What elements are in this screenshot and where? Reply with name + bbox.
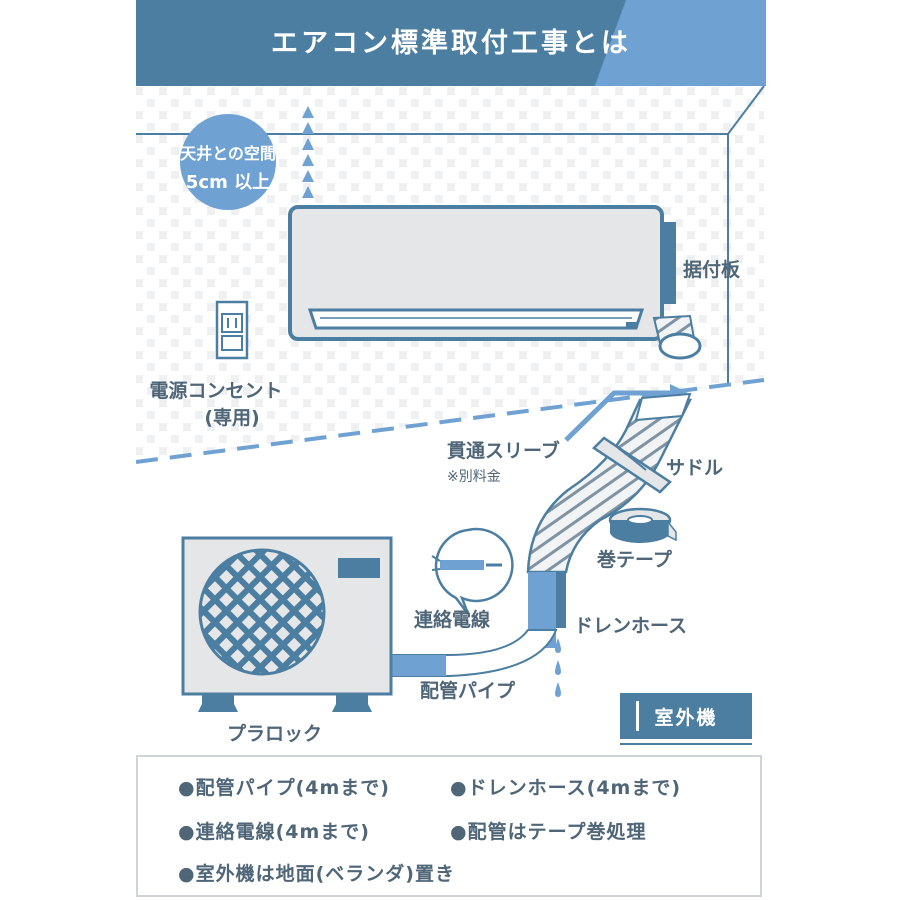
list-item: ●ドレンホース(4mまで) <box>450 777 682 799</box>
outdoor-unit <box>181 536 393 696</box>
saddle-label: サドル <box>666 457 723 479</box>
outlet-label-line1: 電源コンセント <box>149 379 282 402</box>
header-banner: エアコン標準取付工事とは <box>136 0 766 86</box>
tape-roll-icon <box>608 507 677 543</box>
plastic-block-label: プラロック <box>227 722 322 745</box>
drain-hose-pipe <box>556 572 566 628</box>
water-drops <box>555 638 561 697</box>
wire-label: 連絡電線 <box>414 608 490 631</box>
indoor-unit <box>288 205 664 341</box>
power-outlet-icon <box>215 300 249 360</box>
clearance-arrow <box>302 106 314 198</box>
drain-hose-label: ドレンホース <box>574 615 687 637</box>
wall-sleeve <box>634 392 692 422</box>
outlet-label-line2: (専用) <box>204 407 259 429</box>
pipe-insulation <box>392 655 446 676</box>
outdoor-unit-tag-label: 室外機 <box>654 706 718 729</box>
page-title: エアコン標準取付工事とは <box>271 27 631 59</box>
list-item: ●配管はテープ巻処理 <box>450 821 647 843</box>
included-work-list: ●配管パイプ(4mまで) ●ドレンホース(4mまで) ●連絡電線(4mまで) ●… <box>136 755 762 897</box>
mounting-plate <box>662 222 676 304</box>
clearance-badge-line1: 天井との空間 <box>180 144 276 163</box>
mounting-plate-label: 据付板 <box>683 258 741 281</box>
sleeve-note: ※別料金 <box>447 469 501 485</box>
list-item: ●配管パイプ(4mまで) <box>178 777 390 799</box>
saddle-icon <box>592 436 672 494</box>
clearance-badge-line2: 5cm 以上 <box>186 172 270 193</box>
outdoor-unit-tag: 室外機 <box>620 693 752 745</box>
wire-callout <box>431 527 514 615</box>
wall-hose-connector <box>652 314 702 360</box>
tape-label: 巻テープ <box>596 548 673 571</box>
list-item: ●連絡電線(4mまで) <box>178 821 370 843</box>
plastic-block-feet <box>198 694 372 712</box>
list-item: ●室外機は地面(ベランダ)置き <box>178 863 455 885</box>
pipe-label: 配管パイプ <box>420 679 516 702</box>
sleeve-label: 貫通スリーブ <box>447 439 560 462</box>
clearance-badge <box>180 114 276 210</box>
sleeve-pointer-line <box>564 390 686 442</box>
